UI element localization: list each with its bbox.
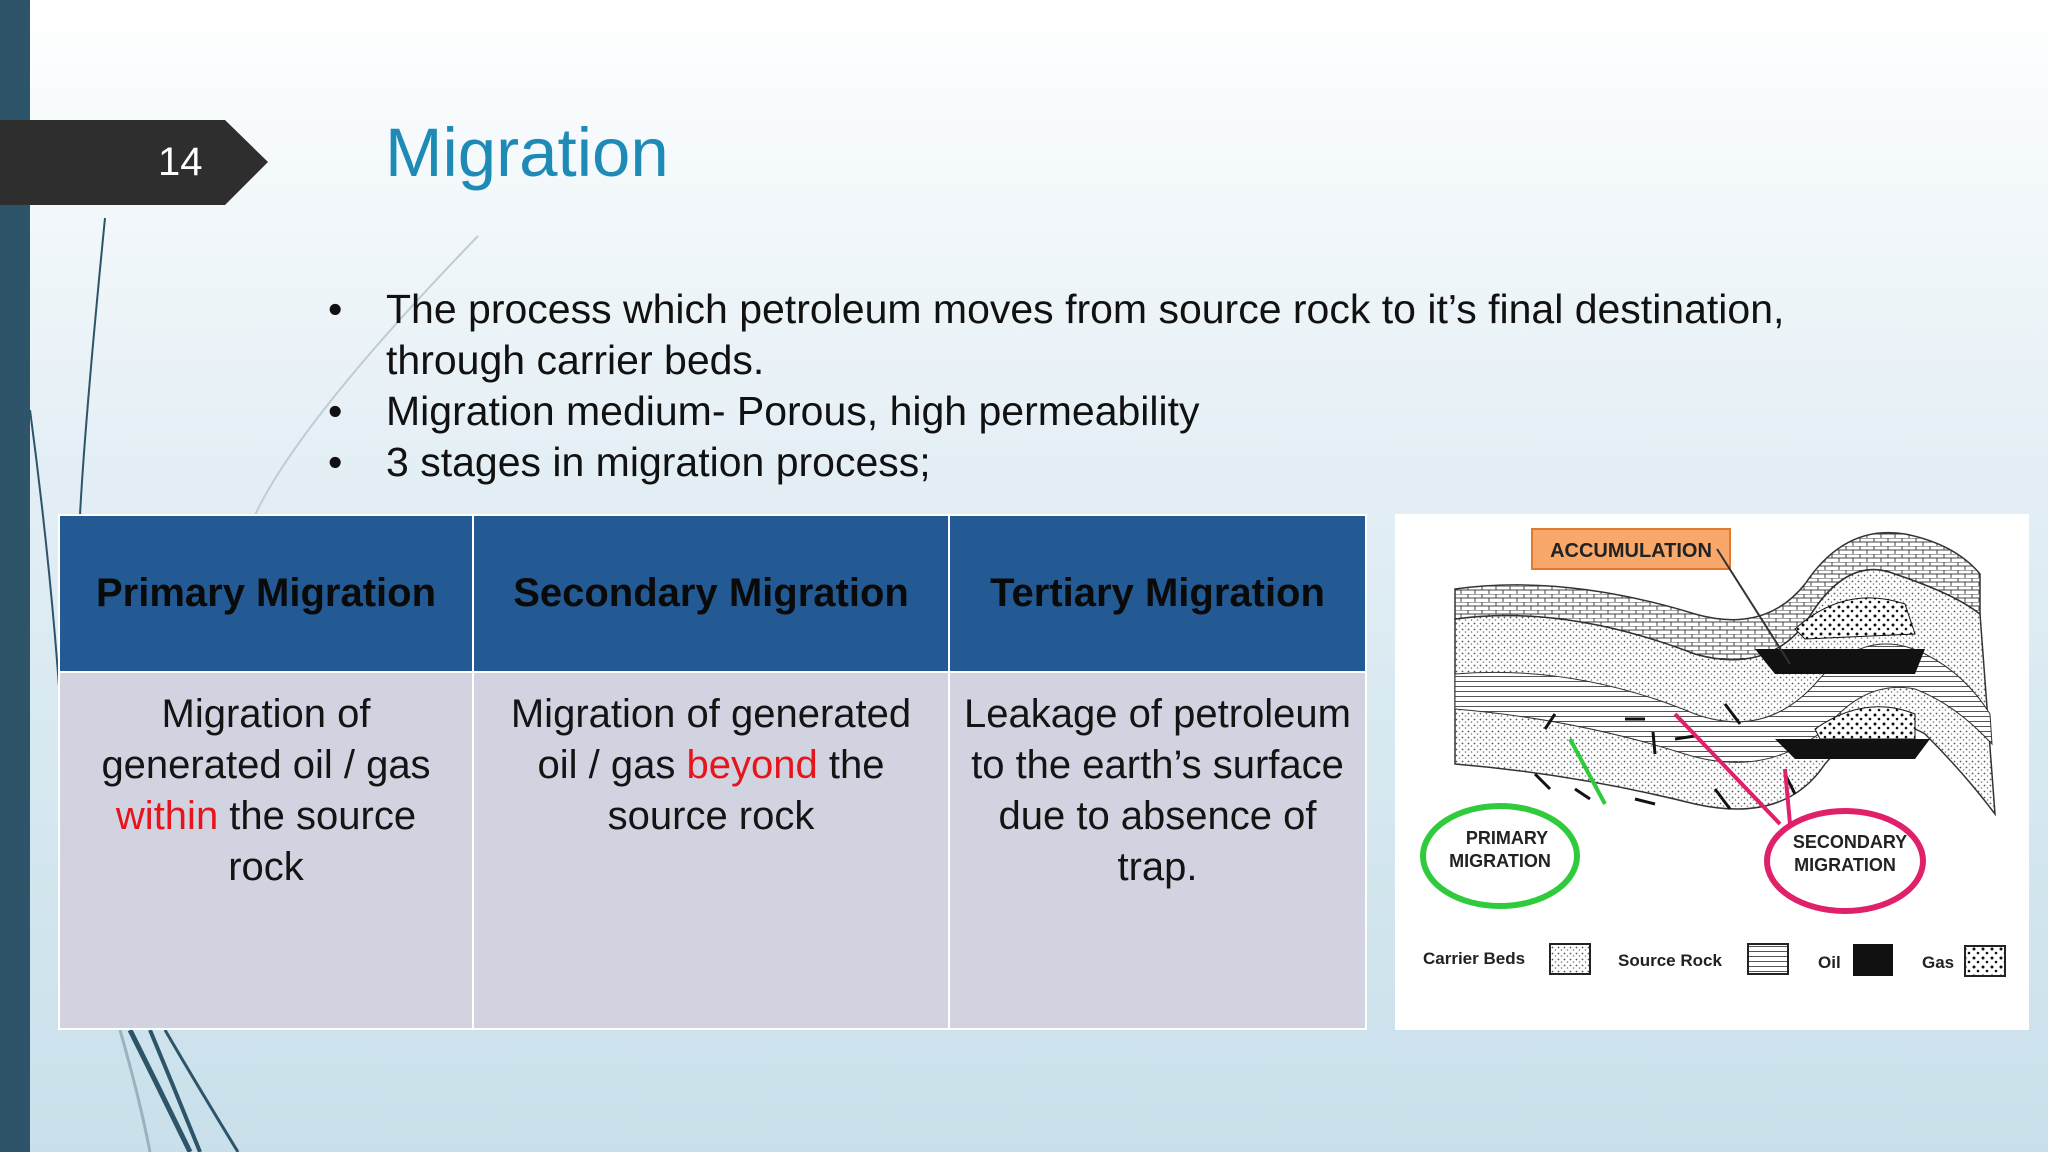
legend-oil: Oil [1818,953,1841,972]
primary-pointer [1568,738,1607,805]
legend-oil-swatch [1853,944,1893,976]
legend-gas: Gas [1922,953,1954,972]
legend-source-rock: Source Rock [1618,951,1722,970]
cap-rock-layer [1454,531,1981,661]
bullet-item: 3 stages in migration process; [328,437,1908,488]
highlight-within: within [115,794,219,838]
gas-accumulation [1814,706,1916,740]
migration-diagram: ACCUMULATION PRIMARY MIGRATION SECONDARY… [1395,514,2029,1030]
cell-secondary-migration: Migration of generated oil / gas beyond … [472,671,950,1030]
cell-primary-migration: Migration of generated oil / gas within … [58,671,474,1030]
bullet-item: Migration medium- Porous, high permeabil… [328,386,1908,437]
secondary-migration-circle [1764,808,1926,914]
accumulation-pointer [1716,548,1791,665]
bullet-list: The process which petroleum moves from s… [328,284,1908,488]
bullet-item: The process which petroleum moves from s… [328,284,1908,386]
primary-migration-circle [1420,803,1580,909]
cell-text: the source rock [607,743,885,838]
table-header-row: Primary Migration Secondary Migration Te… [58,514,1367,673]
diagram-svg: ACCUMULATION PRIMARY MIGRATION SECONDARY… [1420,528,2006,977]
legend-source-rock-swatch [1747,943,1789,975]
cell-tertiary-migration: Leakage of petroleum to the earth’s surf… [948,671,1367,1030]
slide-title: Migration [385,114,669,191]
oil-accumulation [1775,739,1930,759]
slide-number: 14 [0,120,268,205]
cell-text: the source rock [218,794,417,889]
table-row: Migration of generated oil / gas within … [58,671,1367,1030]
secondary-pointer [1673,712,1782,826]
primary-label-line2: MIGRATION [1449,851,1551,871]
secondary-label-line1: SECONDARY [1793,832,1907,852]
gas-accumulation [1794,597,1916,640]
accumulation-label-box [1531,528,1731,570]
secondary-pointer [1783,768,1792,825]
migration-table: Primary Migration Secondary Migration Te… [58,514,1367,1030]
oil-accumulation [1755,649,1925,674]
accumulation-label: ACCUMULATION [1550,540,1712,562]
cell-text: Migration of generated oil / gas [101,692,431,787]
header-tertiary-migration: Tertiary Migration [948,514,1367,673]
highlight-beyond: beyond [686,743,818,787]
legend-carrier-beds: Carrier Beds [1423,949,1525,968]
header-primary-migration: Primary Migration [58,514,474,673]
header-secondary-migration: Secondary Migration [472,514,950,673]
legend-carrier-beds-swatch [1549,943,1591,975]
cell-text: Migration of generated oil / gas [510,692,912,787]
secondary-label-line2: MIGRATION [1794,855,1896,875]
primary-label-line1: PRIMARY [1466,828,1548,848]
legend-gas-swatch [1964,945,2006,977]
